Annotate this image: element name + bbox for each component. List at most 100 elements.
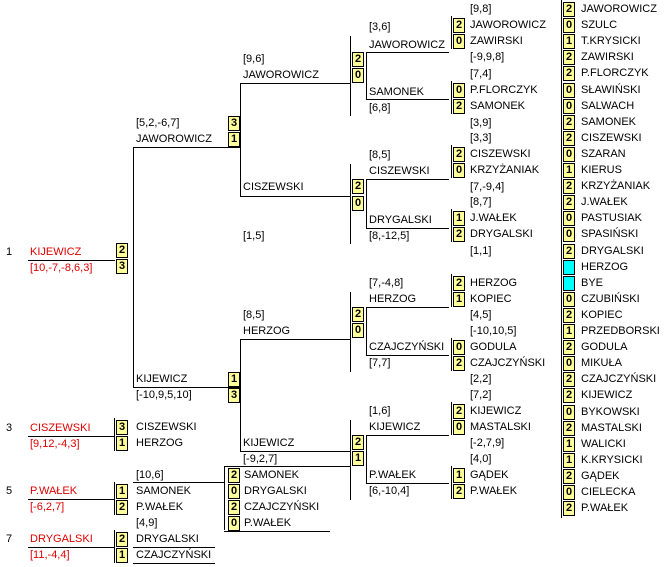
player-name: JAWOROWICZ — [369, 39, 445, 51]
score-box: 2 — [352, 435, 364, 450]
seed-scores: [9,12,-4,3] — [30, 438, 80, 450]
player-name: GĄDEK — [470, 469, 509, 481]
bracket-line — [366, 52, 367, 99]
seed-name: KIJEWICZ — [30, 246, 82, 258]
bracket-line — [451, 338, 452, 371]
score-box: 2 — [563, 340, 575, 356]
bracket-line — [350, 420, 351, 500]
score-box: 1 — [453, 211, 465, 226]
match-score: [4,5] — [470, 309, 492, 321]
score-box — [563, 275, 575, 291]
player-name: SPASIŃSKI — [581, 228, 639, 241]
player-name: SAMONEK — [470, 100, 526, 112]
player-name: JAWOROWICZ — [243, 69, 319, 81]
score-box: 1 — [563, 163, 575, 178]
bracket-line — [451, 209, 452, 242]
bracket-line — [366, 483, 449, 484]
score-box: 1 — [563, 34, 575, 50]
bracket-line — [366, 179, 449, 180]
score-box: 1 — [228, 132, 240, 147]
player-name: DRYGALSKI — [369, 214, 432, 226]
player-name: KRZYŻANIAK — [581, 180, 651, 193]
match-score: [7,-9,4] — [470, 181, 505, 193]
player-name: SAMONEK — [369, 86, 425, 98]
match-score: [3,3] — [470, 132, 492, 144]
player-name: SŁAWIŃSKI — [581, 83, 641, 96]
player-name: WALICKI — [581, 437, 626, 450]
match-score: [3,9] — [470, 117, 492, 129]
match-score: [9,6] — [243, 53, 265, 65]
match-score: [9,8] — [470, 3, 492, 15]
bracket-line — [366, 99, 449, 100]
player-name: DRYGALSKI — [136, 533, 199, 545]
score-box: 1 — [563, 436, 575, 452]
bracket-line — [240, 451, 350, 452]
score-box: 1 — [228, 372, 240, 387]
seed-name: CISZEWSKI — [30, 422, 91, 434]
player-name: SAMONEK — [581, 115, 637, 128]
player-name: PASTUSIAK — [581, 212, 642, 225]
player-name: MIKUŁA — [581, 357, 622, 370]
bracket-line — [366, 435, 367, 483]
player-name: P.FLORCZYK — [470, 84, 538, 96]
score-box: 0 — [563, 98, 575, 114]
player-name: CISZEWSKI — [243, 181, 304, 193]
match-score: [8,5] — [243, 309, 265, 321]
player-name: P.FLORCZYK — [581, 67, 649, 80]
bracket-line — [224, 531, 330, 532]
bracket-line — [561, 0, 562, 518]
player-name: JAWOROWICZ — [136, 133, 212, 145]
player-name: P.WAŁEK — [470, 485, 518, 497]
score-box: 0 — [352, 196, 364, 211]
player-name: JAWOROWICZ — [581, 3, 657, 15]
score-box: 1 — [563, 452, 575, 468]
bracket-line — [350, 36, 351, 116]
player-name: KOPIEC — [470, 293, 512, 305]
bracket-line — [28, 499, 115, 500]
score-box: 1 — [453, 292, 465, 307]
score-box: 2 — [453, 404, 465, 419]
player-name: CZUBIŃSKI — [581, 292, 640, 305]
bracket-line — [350, 292, 351, 372]
bracket-line — [366, 307, 367, 355]
bracket-line — [366, 228, 449, 229]
bracket-line — [28, 547, 115, 548]
score-box: 2 — [228, 468, 240, 483]
score-box: 0 — [228, 484, 240, 499]
player-name: CISZEWSKI — [581, 131, 642, 144]
bracket-line — [224, 466, 350, 467]
player-name: J.WAŁEK — [470, 212, 517, 224]
match-score: [4,9] — [136, 517, 158, 529]
player-name: JAWOROWICZ — [470, 19, 546, 31]
seed-scores: [10,-7,-8,6,3] — [30, 262, 93, 274]
player-name: DRYGALSKI — [244, 485, 307, 497]
match-score: [8,-12,5] — [369, 230, 410, 242]
score-box: 2 — [563, 114, 575, 130]
bracket-line — [451, 274, 452, 307]
seed-name: DRYGALSKI — [30, 533, 93, 545]
match-score: [7,7] — [369, 357, 391, 369]
score-box: 0 — [453, 420, 465, 435]
bracket-line — [240, 339, 241, 451]
score-box: 0 — [453, 83, 465, 98]
score-box: 0 — [563, 82, 575, 98]
score-box: 1 — [116, 548, 128, 563]
score-box: 3 — [116, 420, 128, 435]
score-box: 1 — [352, 451, 364, 466]
score-box: 1 — [563, 324, 575, 339]
player-name: P.WAŁEK — [244, 517, 292, 529]
player-name: CZAJCZYŃSKI — [369, 341, 445, 353]
seed-number: 3 — [6, 422, 13, 434]
bracket-line — [133, 147, 240, 148]
score-box: 0 — [453, 340, 465, 355]
bracket-line — [366, 307, 449, 308]
bracket-line — [451, 16, 452, 49]
bracket-line — [28, 436, 115, 437]
player-name: KIJEWICZ — [136, 373, 188, 385]
score-box: 0 — [563, 485, 575, 500]
player-name: MASTALSKI — [581, 421, 642, 434]
bracket-line — [133, 147, 134, 387]
player-name: KIJEWICZ — [243, 437, 295, 449]
player-name: KIJEWICZ — [369, 421, 421, 433]
seed-number: 5 — [6, 485, 13, 497]
